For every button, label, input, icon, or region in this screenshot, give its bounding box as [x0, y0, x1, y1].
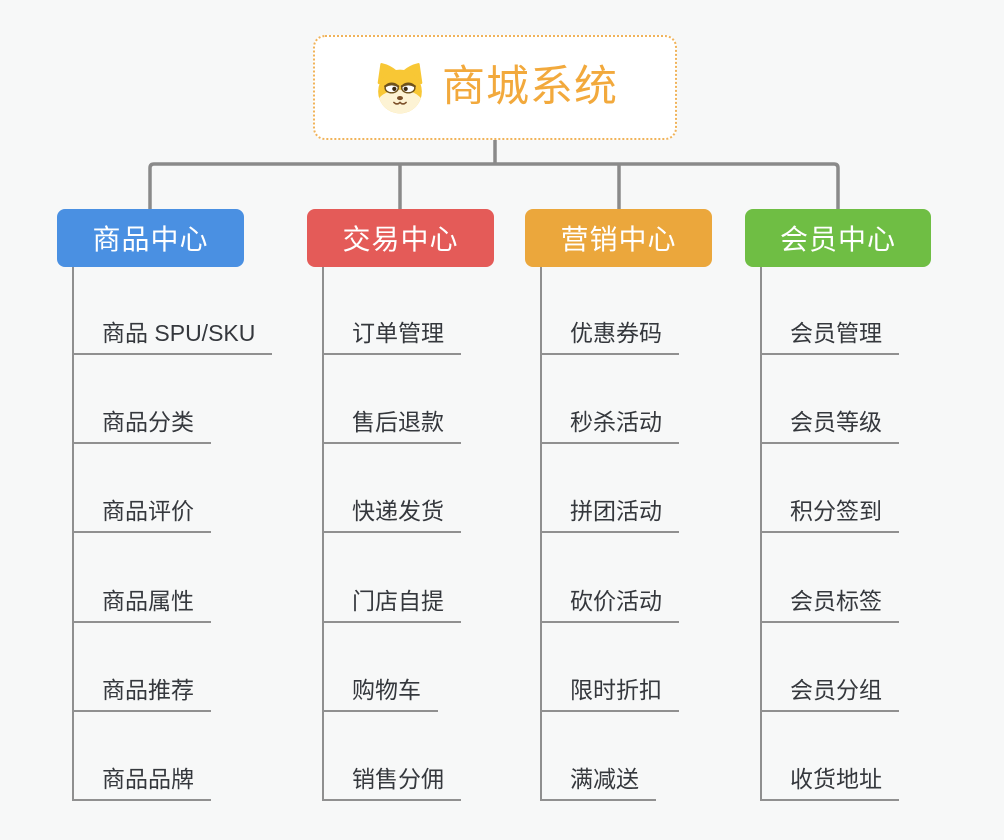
child-topic[interactable]: 会员标签 [760, 589, 899, 623]
child-topic[interactable]: 优惠券码 [540, 321, 679, 355]
child-topic[interactable]: 会员分组 [760, 678, 899, 712]
child-topic[interactable]: 商品评价 [72, 499, 211, 533]
child-topic[interactable]: 商品属性 [72, 589, 211, 623]
branch-spine-trade [322, 267, 324, 800]
child-topic[interactable]: 满减送 [540, 767, 656, 801]
branch-spine-products [72, 267, 74, 800]
child-topic[interactable]: 商品 SPU/SKU [72, 321, 273, 355]
child-topic[interactable]: 购物车 [322, 678, 438, 712]
child-topic[interactable]: 商品推荐 [72, 678, 211, 712]
child-topic[interactable]: 会员管理 [760, 321, 899, 355]
root-node[interactable]: 商城系统 [313, 35, 677, 140]
child-topic[interactable]: 收货地址 [760, 767, 899, 801]
branch-box-products[interactable]: 商品中心 [57, 209, 244, 267]
dog-face-icon [377, 62, 423, 113]
branch-label: 营销中心 [560, 224, 677, 255]
child-topic[interactable]: 限时折扣 [540, 678, 679, 712]
child-topic[interactable]: 门店自提 [322, 589, 461, 623]
child-topic[interactable]: 秒杀活动 [540, 410, 679, 444]
child-topic[interactable]: 销售分佣 [322, 767, 461, 801]
child-topic[interactable]: 快递发货 [322, 499, 461, 533]
branch-box-marketing[interactable]: 营销中心 [525, 209, 712, 267]
branch-label: 交易中心 [342, 224, 459, 255]
branch-label: 会员中心 [779, 224, 896, 255]
root-title: 商城系统 [442, 63, 618, 111]
child-topic[interactable]: 拼团活动 [540, 499, 679, 533]
branch-spine-marketing [540, 267, 542, 800]
child-topic[interactable]: 订单管理 [322, 321, 461, 355]
child-topic[interactable]: 商品品牌 [72, 767, 211, 801]
child-topic[interactable]: 售后退款 [322, 410, 461, 444]
branch-box-trade[interactable]: 交易中心 [307, 209, 494, 267]
child-topic[interactable]: 商品分类 [72, 410, 211, 444]
child-topic[interactable]: 砍价活动 [540, 589, 679, 623]
child-topic[interactable]: 积分签到 [760, 499, 899, 533]
branch-spine-members [760, 267, 762, 800]
branch-label: 商品中心 [92, 224, 209, 255]
branch-box-members[interactable]: 会员中心 [745, 209, 931, 267]
child-topic[interactable]: 会员等级 [760, 410, 899, 444]
